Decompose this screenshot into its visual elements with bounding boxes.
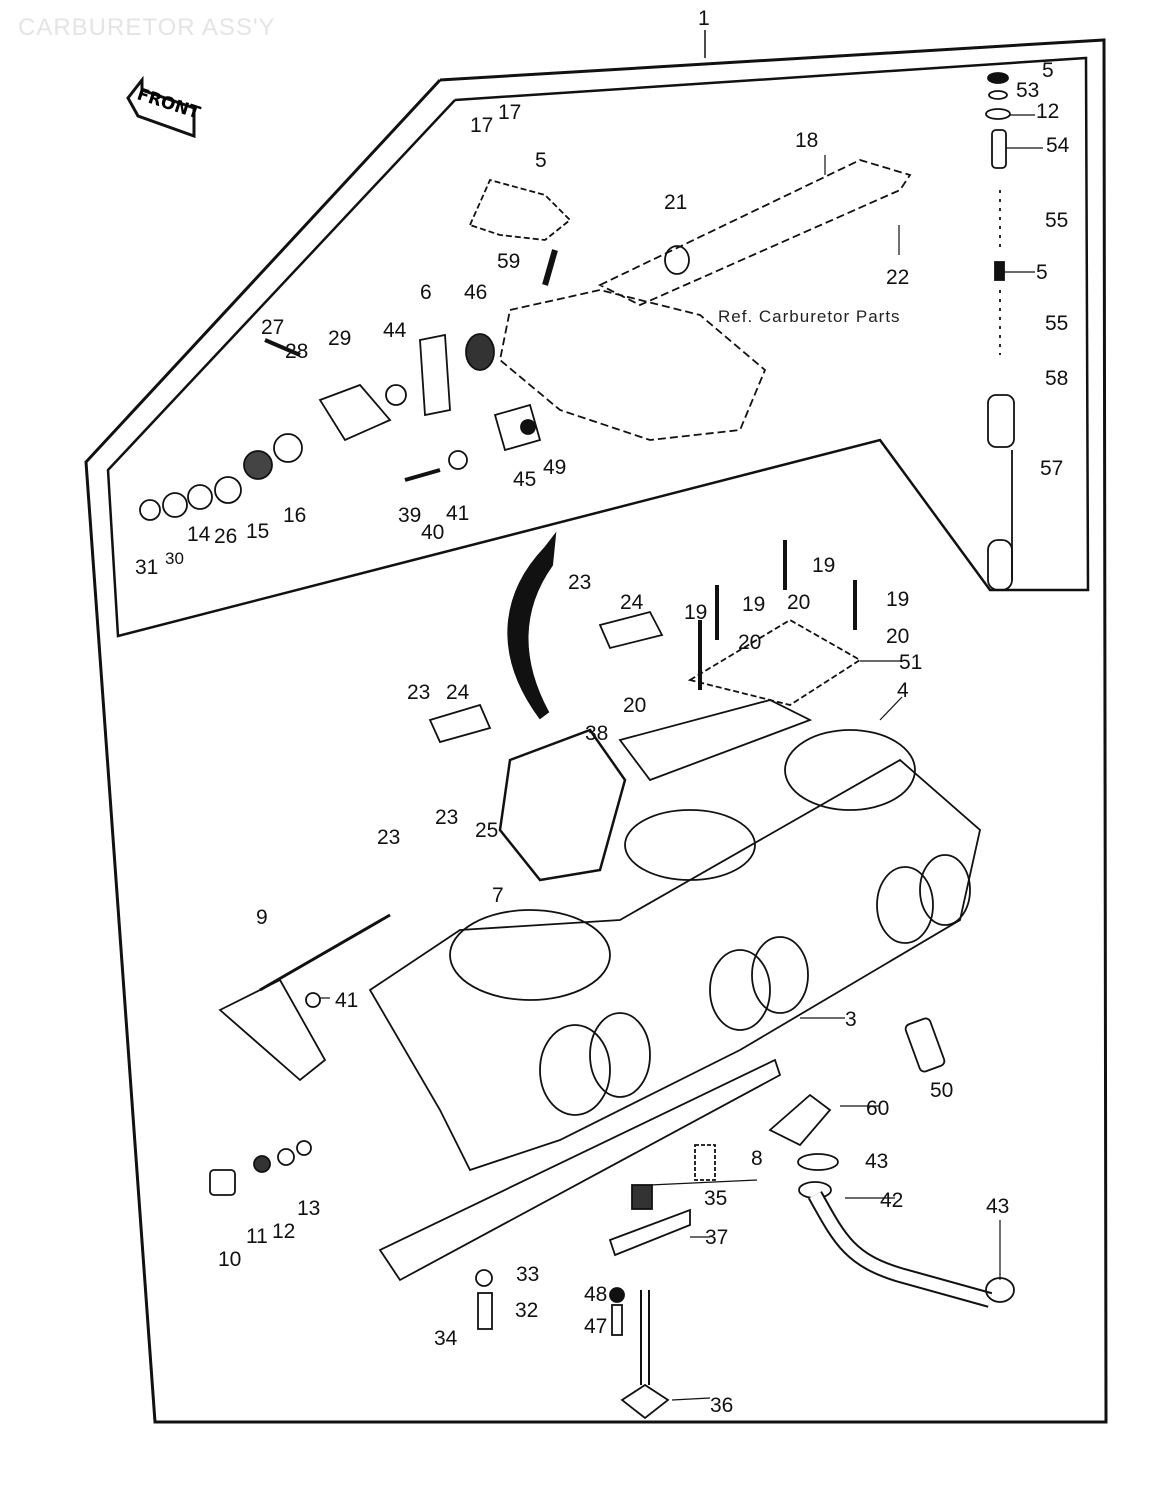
part-callout: 12 (1036, 100, 1060, 123)
part-callout: 32 (515, 1299, 539, 1322)
part-callout: 35 (704, 1187, 728, 1210)
part-callout: 10 (218, 1248, 242, 1271)
part-callout: 43 (986, 1195, 1010, 1218)
curved-arrow-icon (507, 531, 557, 720)
front-direction-badge: FRONT (122, 76, 204, 138)
part-callout: 31 (135, 556, 159, 579)
part-callout: 5 (1042, 59, 1054, 82)
carburetor-bodies (209, 540, 1015, 1420)
part-callout: 23 (377, 826, 401, 849)
part-callout: 47 (584, 1315, 608, 1338)
part-callout: 55 (1045, 312, 1069, 335)
part-callout: 19 (684, 601, 708, 624)
part-callout: 17 (470, 114, 494, 137)
part-callout: 38 (585, 722, 609, 745)
part-callout: 51 (899, 651, 923, 674)
part-callout: 13 (297, 1197, 321, 1220)
part-callout: 29 (328, 327, 352, 350)
part-callout: 6 (420, 281, 432, 304)
part-callout: 19 (886, 588, 910, 611)
part-callout: 19 (812, 554, 836, 577)
part-callout: 39 (398, 504, 422, 527)
part-callout: 33 (516, 1263, 540, 1286)
part-callout: 45 (513, 468, 537, 491)
part-callout: 42 (880, 1189, 904, 1212)
part-callout: 40 (421, 521, 445, 544)
part-callout: 50 (930, 1079, 954, 1102)
part-callout: 23 (435, 806, 459, 829)
part-callout: 15 (246, 520, 270, 543)
part-callout: 60 (866, 1097, 890, 1120)
part-callout: 20 (787, 591, 811, 614)
front-arrow-icon (126, 76, 196, 138)
vent-tube-parts (985, 72, 1015, 591)
part-callout: 24 (620, 591, 644, 614)
part-callout: 27 (261, 316, 285, 339)
part-callout: 23 (407, 681, 431, 704)
part-callout: 53 (1016, 79, 1040, 102)
leader-lines (320, 114, 1043, 1401)
part-callout: 1 (698, 7, 710, 30)
part-callout: 12 (272, 1220, 296, 1243)
part-callout: 16 (283, 504, 307, 527)
part-callout: 24 (446, 681, 470, 704)
part-callout: 8 (751, 1147, 763, 1170)
part-callout: 20 (623, 694, 647, 717)
part-callout: 14 (187, 523, 211, 546)
part-callout: 25 (475, 819, 499, 842)
part-callout: 55 (1045, 209, 1069, 232)
part-callout: 43 (865, 1150, 889, 1173)
part-callout: 17 (498, 101, 522, 124)
part-callout: 18 (795, 129, 819, 152)
part-callout: 20 (886, 625, 910, 648)
part-callout: 5 (535, 149, 547, 172)
inset-panel-frame (106, 56, 1090, 638)
part-callout: 22 (886, 266, 910, 289)
part-callout: 57 (1040, 457, 1064, 480)
part-callout: 5 (1036, 261, 1048, 284)
part-callout: 26 (214, 525, 238, 548)
part-callout: 59 (497, 250, 521, 273)
part-callout: 41 (446, 502, 470, 525)
part-callout: 48 (584, 1283, 608, 1306)
ref-carburetor-parts-note: Ref. Carburetor Parts (718, 307, 901, 326)
part-callout: 23 (568, 571, 592, 594)
part-callout: 20 (738, 631, 762, 654)
outer-frame (84, 38, 1108, 1424)
diagram-title: CARBURETOR ASS'Y (18, 14, 276, 41)
part-callout: 4 (897, 679, 909, 702)
part-callout: 41 (335, 989, 359, 1012)
part-callout: 37 (705, 1226, 729, 1249)
part-callout: 49 (543, 456, 567, 479)
part-callout: 34 (434, 1327, 458, 1350)
part-callout: 21 (664, 191, 688, 214)
part-callout: 36 (710, 1394, 734, 1417)
part-callout: 3 (845, 1008, 857, 1031)
part-callout: 19 (742, 593, 766, 616)
part-callout: 7 (492, 884, 504, 907)
part-callout: 28 (285, 340, 309, 363)
linkage-parts (139, 159, 912, 521)
part-callout: 58 (1045, 367, 1069, 390)
part-callout: 30 (165, 549, 184, 568)
part-callout: 9 (256, 906, 268, 929)
part-callout: 46 (464, 281, 488, 304)
part-callout: 54 (1046, 134, 1070, 157)
part-callout: 44 (383, 319, 407, 342)
part-callout: 11 (246, 1225, 268, 1248)
